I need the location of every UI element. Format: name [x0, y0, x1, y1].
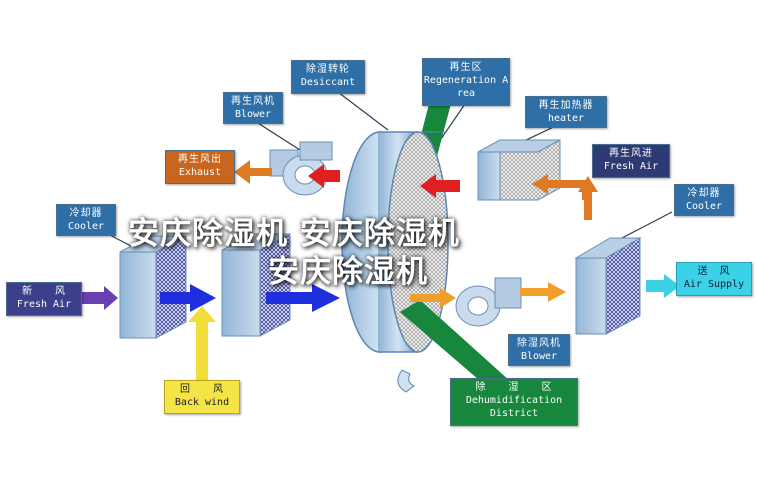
arrows — [80, 160, 680, 384]
arrow-back-wind — [188, 306, 216, 384]
arrow-fresh-air — [80, 286, 118, 310]
label-fresh-air: 新 风 Fresh Air — [6, 282, 82, 316]
label-regen-blower: 再生风机 Blower — [223, 92, 283, 124]
label-regen-fresh-air: 再生风进 Fresh Air — [592, 144, 670, 178]
arrow-regen-fresh-air — [532, 174, 590, 200]
arrow-blue-2 — [266, 284, 340, 312]
arrow-red-blower — [308, 164, 340, 188]
label-regen-heater: 再生加热器 heater — [525, 96, 607, 128]
arrow-red-regen — [420, 174, 460, 198]
watermark-line-2: 安庆除湿机 — [268, 254, 428, 290]
label-desiccant: 除湿转轮 Desiccant — [291, 60, 365, 94]
rotation-arrow — [397, 369, 415, 393]
right-cooler — [574, 237, 642, 335]
label-dehum-blower: 除湿风机 Blower — [508, 334, 570, 366]
label-air-supply: 送 风 Air Supply — [676, 262, 752, 296]
second-cooler — [221, 233, 291, 337]
label-exhaust: 再生风出 Exhaust — [165, 150, 235, 184]
arrow-orange-2 — [410, 288, 456, 308]
left-cooler — [119, 235, 187, 339]
arrow-blue-1 — [160, 284, 216, 312]
regen-heater — [477, 139, 561, 201]
label-back-wind: 回 风 Back wind — [164, 380, 240, 414]
watermark-line-1: 安庆除湿机 安庆除湿机 — [128, 216, 460, 252]
arrow-orange-3 — [520, 282, 566, 302]
label-dehum-district: 除 湿 区 Dehumidification District — [450, 378, 578, 426]
arrow-regen-fresh-up — [578, 176, 598, 220]
label-cooler-left: 冷却器 Cooler — [56, 204, 116, 236]
label-cooler-right: 冷却器 Cooler — [674, 184, 734, 216]
arrow-cyan — [646, 274, 680, 298]
dehum-blower — [455, 277, 522, 327]
label-regeneration-area: 再生区 Regeneration Area — [422, 58, 510, 106]
arrow-orange-exhaust — [234, 160, 272, 184]
dehum-area-wedge — [400, 300, 520, 398]
regen-blower — [269, 141, 333, 196]
